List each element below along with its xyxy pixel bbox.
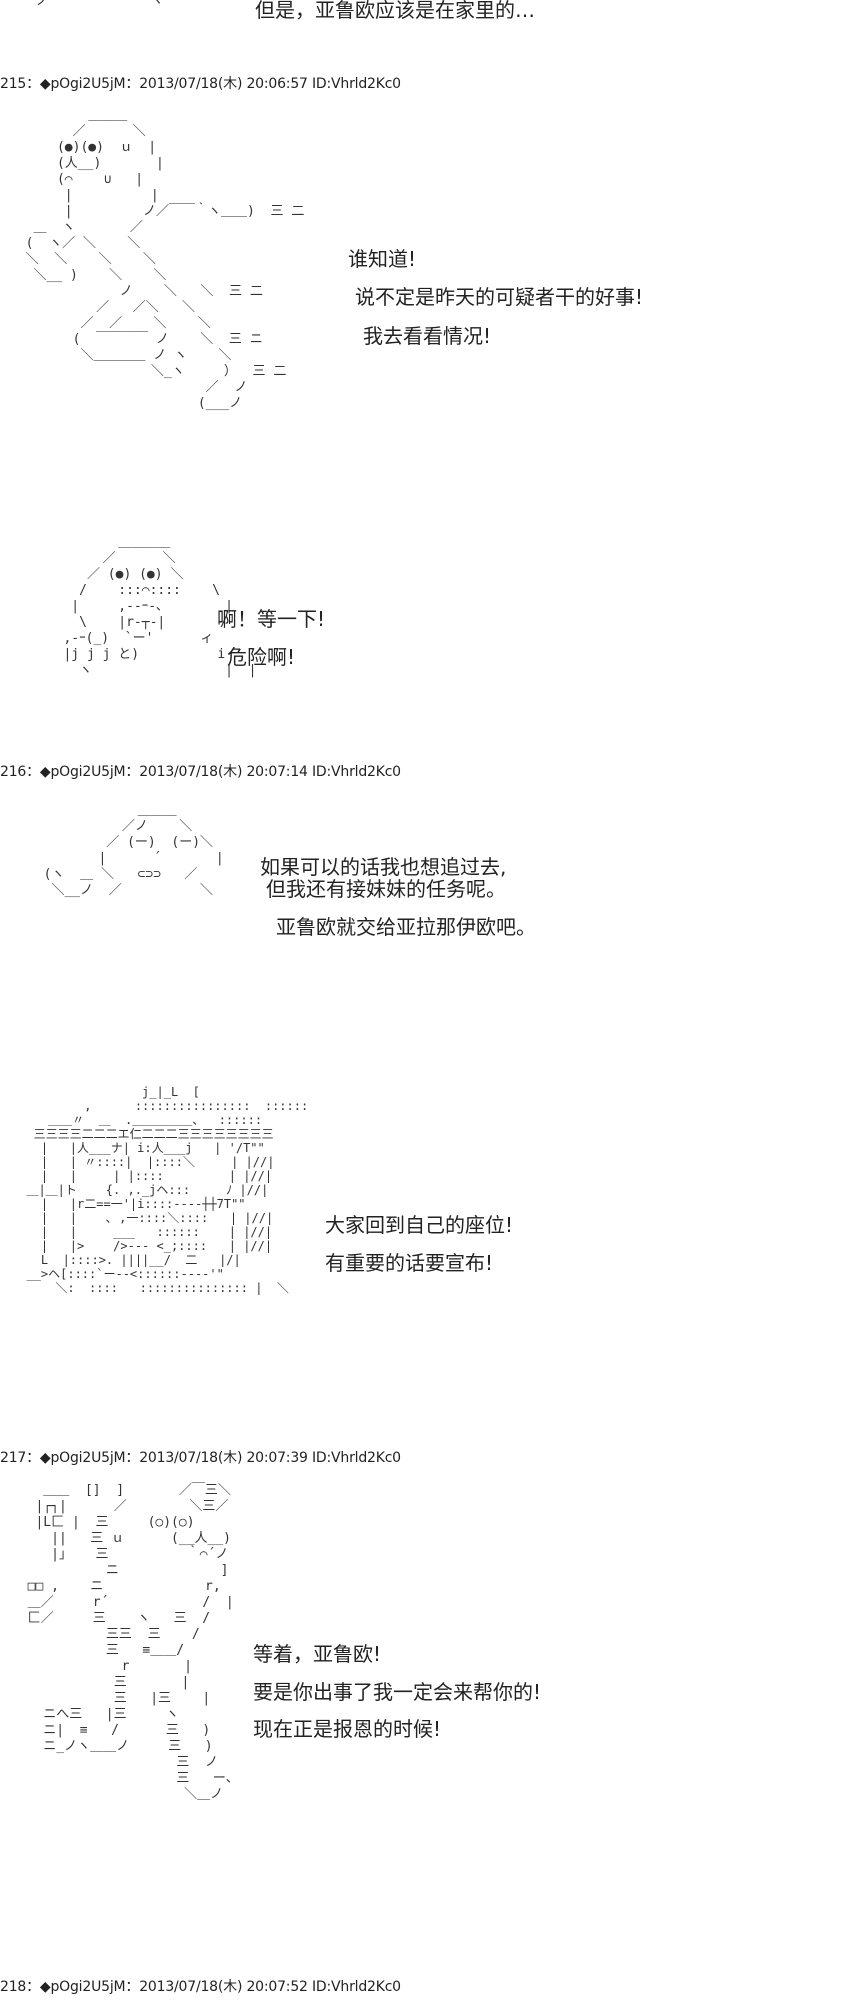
post-header-218: 218：◆pOgi2U5jM：2013/07/18(木) 20:07:52 ID… <box>0 1979 401 1995</box>
post-header-216: 216：◆pOgi2U5jM：2013/07/18(木) 20:07:14 ID… <box>0 764 401 780</box>
dialogue-216b-line-1: 大家回到自己的座位! <box>325 1213 514 1237</box>
dialogue-216-line-1: 如果可以的话我也想追过去, <box>260 855 507 879</box>
ascii-art-determined-character: ＿＿ [] ] ／￣三＼ |┌┐| ／ ＼三／ |L匚 | 三 (○)(○) |… <box>27 1483 239 1802</box>
ascii-art-calm-character: ＿＿＿ ／ノ ＼ ／ (ー) (ー)＼ | ´ | (ヽ ＿ ＼ ⊂⊃⊃ ／ ＼… <box>43 803 224 898</box>
dialogue-217-line-1: 等着，亚鲁欧! <box>253 1642 382 1666</box>
dialogue-215-line-2: 说不定是昨天的可疑者干的好事! <box>355 285 644 309</box>
post-header-217: 217：◆pOgi2U5jM：2013/07/18(木) 20:07:39 ID… <box>0 1450 401 1466</box>
top-dialogue-line: 但是，亚鲁欧应该是在家里的… <box>255 0 535 22</box>
post-header-215: 215：◆pOgi2U5jM：2013/07/18(木) 20:06:57 ID… <box>0 76 401 92</box>
dialogue-217-line-2: 要是你出事了我一定会来帮你的! <box>253 1680 542 1704</box>
dialogue-215b-line-1: 啊！等一下! <box>217 607 326 631</box>
ascii-art-worried-character: ＿＿＿＿ ／ ＼ ／ (●) (●) ＼ / :::⌒:::: \ | ,--ｰ… <box>63 535 257 678</box>
dialogue-216-line-2: 但我还有接妹妹的任务呢。 <box>266 877 506 901</box>
ascii-art-top-fragment: ノ ヽ <box>20 0 164 9</box>
ascii-art-teacher-at-podium: j_|_L [ , :::::::::::::::: :::::: ＿＿〃 ＿ … <box>26 1085 309 1295</box>
dialogue-215-line-3: 我去看看情况! <box>363 324 492 348</box>
dialogue-217-line-3: 现在正是报恩的时候! <box>253 1717 442 1741</box>
dialogue-216-line-3: 亚鲁欧就交给亚拉那伊欧吧。 <box>276 915 536 939</box>
dialogue-215b-line-2: 危险啊! <box>227 645 296 669</box>
ascii-art-running-character: ＿＿＿ ／ ＼ (●)(●) ｕ | (人__) | (⌒ ∪ | | | | … <box>25 108 305 411</box>
dialogue-216b-line-2: 有重要的话要宣布! <box>325 1251 494 1275</box>
dialogue-215-line-1: 谁知道! <box>348 247 417 271</box>
